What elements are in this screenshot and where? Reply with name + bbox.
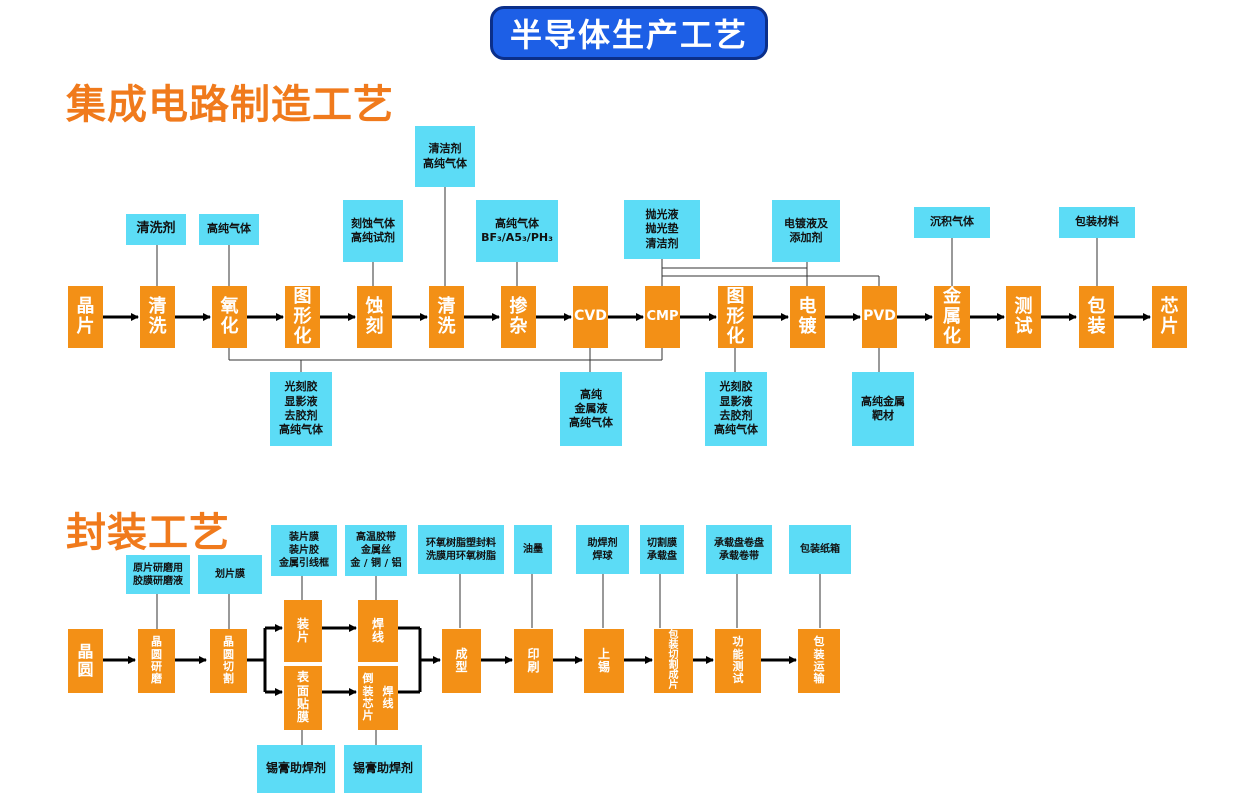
ic-material-oxidation-gas: 高纯气体 <box>199 214 259 245</box>
pkg-material-surface-film: 锡膏助焊剂 <box>257 745 335 793</box>
pkg-section-title: 封装工艺 <box>66 510 230 556</box>
pkg-material-tinning: 助焊剂 焊球 <box>576 525 629 574</box>
ic-material-cvd: 高纯 金属液 高纯气体 <box>560 372 622 446</box>
ic-material-clean-2: 清洁剂 高纯气体 <box>415 126 475 187</box>
pkg-step-functional-test: 功 能 测 试 <box>715 629 761 693</box>
ic-step-pvd: PVD <box>862 286 897 348</box>
ic-step-patterning-2: 图 形 化 <box>718 286 753 348</box>
ic-step-wafer: 晶 片 <box>68 286 103 348</box>
pkg-step-dicing: 晶 圆 切 割 <box>210 629 247 693</box>
ic-material-plating: 电镀液及 添加剂 <box>772 200 840 262</box>
ic-section-title: 集成电路制造工艺 <box>66 82 394 128</box>
pkg-step-grinding: 晶 圆 研 磨 <box>138 629 175 693</box>
pkg-step-printing: 印 刷 <box>514 629 553 693</box>
ic-material-metallization: 沉积气体 <box>914 207 990 238</box>
ic-step-packaging: 包 装 <box>1079 286 1114 348</box>
ic-material-packaging: 包装材料 <box>1059 207 1135 238</box>
pkg-step-flip-chip-bond: 焊 线 <box>382 684 394 710</box>
pkg-step-tinning: 上 锡 <box>584 629 624 693</box>
ic-material-doping: 高纯气体 BF₃/A5₃/PH₃ <box>476 200 558 262</box>
ic-step-test: 测 试 <box>1006 286 1041 348</box>
ic-material-patterning-2: 光刻胶 显影液 去胶剂 高纯气体 <box>705 372 767 446</box>
ic-step-oxidation: 氧 化 <box>212 286 247 348</box>
pkg-material-functional-test: 承载盘卷盘 承载卷带 <box>706 525 772 574</box>
pkg-step-molding: 成 型 <box>442 629 481 693</box>
pkg-step-wafer: 晶 圆 <box>68 629 103 693</box>
ic-material-patterning-1: 光刻胶 显影液 去胶剂 高纯气体 <box>270 372 332 446</box>
ic-step-clean-1: 清 洗 <box>140 286 175 348</box>
ic-step-patterning-1: 图 形 化 <box>285 286 320 348</box>
pkg-material-grinding: 原片研磨用 胶膜研磨液 <box>126 555 190 594</box>
pkg-material-flip-chip: 锡膏助焊剂 <box>344 745 422 793</box>
ic-step-plating: 电 镀 <box>790 286 825 348</box>
pkg-step-surface-film: 表 面 贴 膜 <box>284 666 322 730</box>
ic-step-cvd: CVD <box>573 286 608 348</box>
pkg-material-die-attach: 装片膜 装片胶 金属引线框 <box>271 525 337 576</box>
pkg-material-dicing: 划片膜 <box>198 555 262 594</box>
ic-step-chip: 芯 片 <box>1152 286 1187 348</box>
pkg-step-singulation: 包 装 切 割 成 片 <box>654 629 693 693</box>
pkg-step-flip-chip: 倒 装 芯 片 <box>362 672 374 723</box>
pkg-step-flip-chip-box: 倒 装 芯 片 焊 线 <box>358 666 398 730</box>
pkg-material-printing: 油墨 <box>514 525 552 574</box>
pkg-step-pack-ship: 包 装 运 输 <box>798 629 840 693</box>
ic-step-cmp: CMP <box>645 286 680 348</box>
ic-step-metallization: 金 属 化 <box>934 286 970 348</box>
pkg-material-molding: 环氧树脂塑封料 洗膜用环氧树脂 <box>418 525 504 574</box>
pkg-step-wire-bond: 焊 线 <box>358 600 398 662</box>
page-title: 半导体生产工艺 <box>490 6 768 60</box>
ic-material-cleaning-agent: 清洗剂 <box>126 214 186 245</box>
ic-step-clean-2: 清 洗 <box>429 286 464 348</box>
ic-step-doping: 掺 杂 <box>501 286 536 348</box>
ic-step-etch: 蚀 刻 <box>357 286 392 348</box>
pkg-material-pack-ship: 包装纸箱 <box>789 525 851 574</box>
pkg-material-wire-bond: 高温胶带 金属丝 金 / 铜 / 铝 <box>345 525 407 576</box>
pkg-step-die-attach: 装 片 <box>284 600 322 662</box>
pkg-material-singulation: 切割膜 承载盘 <box>640 525 684 574</box>
ic-material-pvd: 高纯金属 靶材 <box>852 372 914 446</box>
ic-material-cmp: 抛光液 抛光垫 清洁剂 <box>624 200 700 259</box>
ic-material-etch: 刻蚀气体 高纯试剂 <box>343 200 403 262</box>
